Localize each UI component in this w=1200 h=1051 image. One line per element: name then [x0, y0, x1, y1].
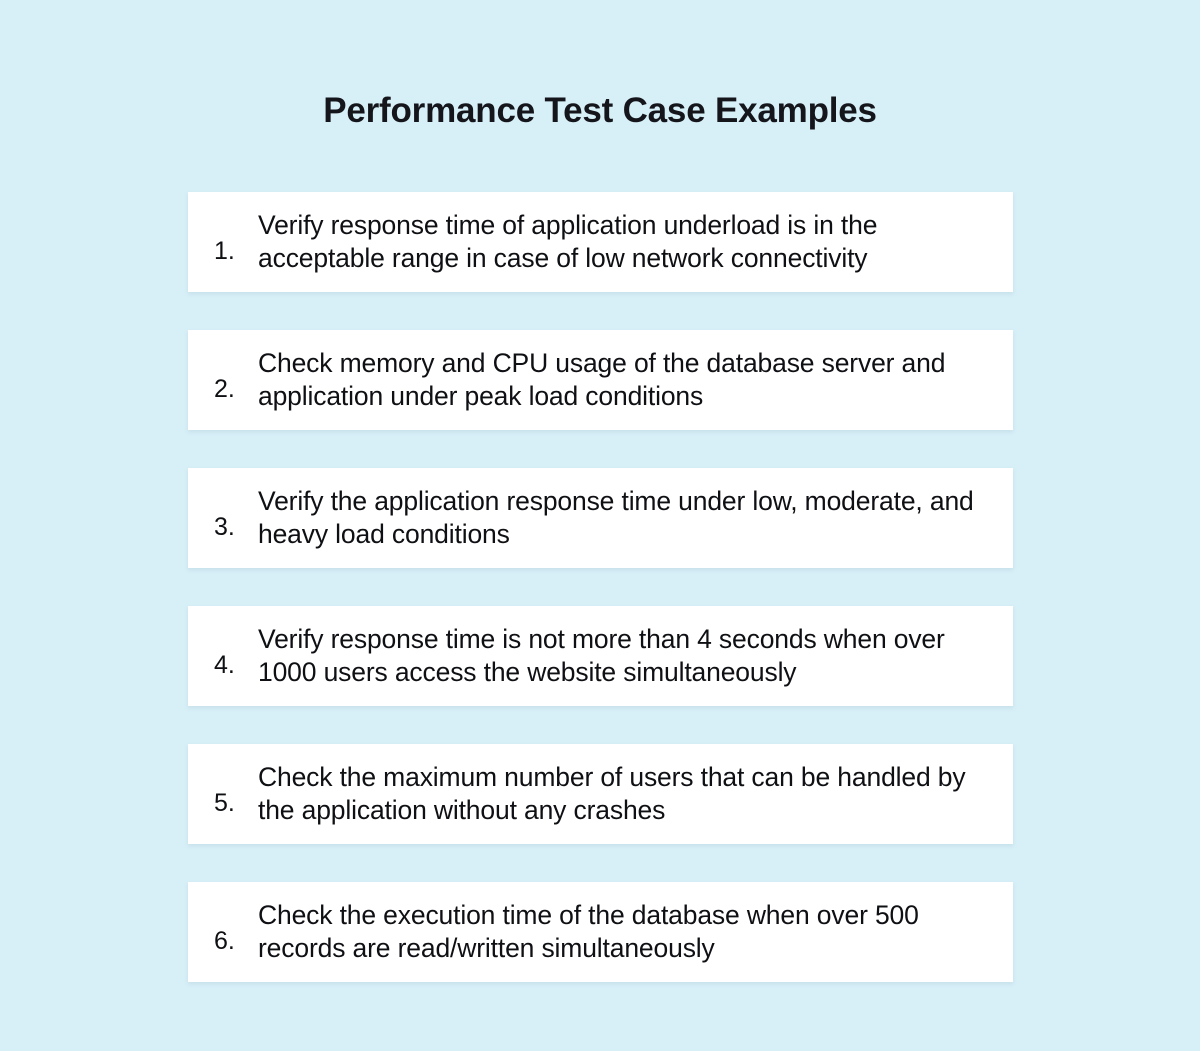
list-item-number: 6.: [214, 926, 235, 955]
list-item-number: 2.: [214, 374, 235, 403]
list-item: 1. Verify response time of application u…: [188, 192, 1013, 292]
list-item-text: Verify the application response time und…: [258, 486, 974, 549]
list-item-number: 1.: [214, 236, 235, 265]
list-item-text: Verify response time of application unde…: [258, 210, 878, 273]
list-item: 6. Check the execution time of the datab…: [188, 882, 1013, 982]
list-item: 3. Verify the application response time …: [188, 468, 1013, 568]
list-item-text: Check memory and CPU usage of the databa…: [258, 348, 946, 411]
list-item-number: 3.: [214, 512, 235, 541]
list-item-text: Verify response time is not more than 4 …: [258, 624, 945, 687]
list-item: 4. Verify response time is not more than…: [188, 606, 1013, 706]
list-item: 2. Check memory and CPU usage of the dat…: [188, 330, 1013, 430]
list-item: 5. Check the maximum number of users tha…: [188, 744, 1013, 844]
list-item-number: 4.: [214, 650, 235, 679]
list-item-number: 5.: [214, 788, 235, 817]
list-item-text: Check the maximum number of users that c…: [258, 762, 966, 825]
test-case-list: 1. Verify response time of application u…: [188, 192, 1013, 982]
page-title: Performance Test Case Examples: [323, 91, 877, 130]
list-item-text: Check the execution time of the database…: [258, 900, 919, 963]
